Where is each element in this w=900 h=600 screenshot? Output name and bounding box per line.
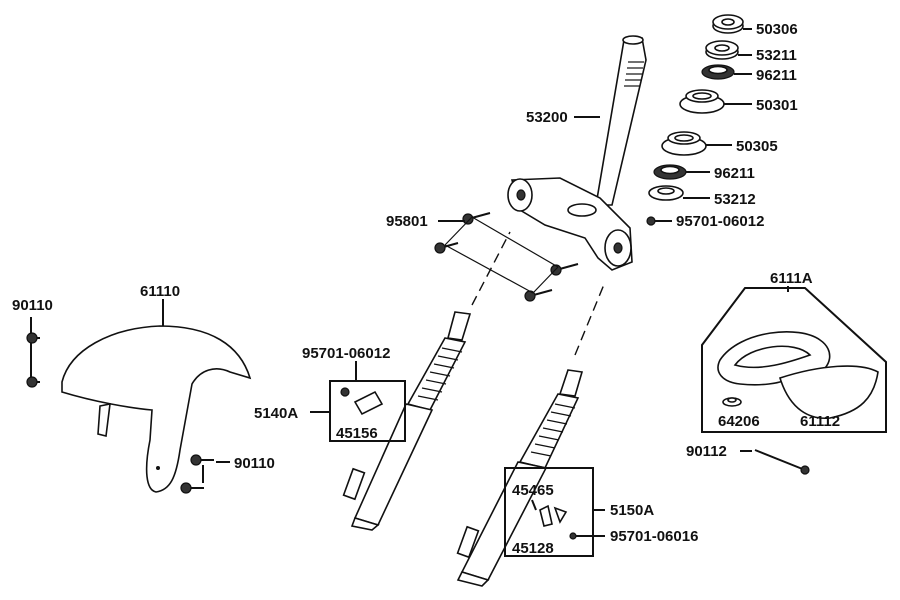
label-45128: 45128 — [512, 540, 554, 557]
label-61112: 61112 — [800, 413, 840, 430]
label-53211: 53211 — [756, 47, 797, 64]
label-95801: 95801 — [386, 213, 428, 230]
bearing-stack — [646, 14, 744, 226]
label-50306: 50306 — [756, 21, 798, 38]
label-50305: 50305 — [736, 138, 778, 155]
label-90112: 90112 — [686, 443, 727, 460]
leader-lines — [30, 28, 789, 537]
inset-frame — [701, 287, 887, 433]
label-53200: 53200 — [526, 109, 568, 126]
box-parts — [340, 387, 577, 540]
label-95701-06012-top: 95701-06012 — [676, 213, 764, 230]
label-95701-06012-left: 95701-06012 — [302, 345, 390, 362]
label-45156: 45156 — [336, 425, 378, 442]
label-96211-bottom: 96211 — [714, 165, 755, 182]
clamp-bolts — [434, 212, 579, 302]
triple-clamp — [507, 177, 633, 271]
label-53212: 53212 — [714, 191, 756, 208]
screw-90112 — [754, 449, 806, 471]
align-line-right — [574, 281, 606, 356]
label-50301: 50301 — [756, 97, 798, 114]
align-line-left — [471, 231, 511, 306]
label-61110: 61110 — [140, 283, 180, 300]
inset-cover-parts — [717, 331, 879, 420]
label-96211-top: 96211 — [756, 67, 797, 84]
front-fender — [61, 325, 252, 493]
label-5140A: 5140A — [254, 405, 298, 422]
steering-stem — [595, 35, 647, 206]
label-45465: 45465 — [512, 482, 554, 499]
label-64206: 64206 — [718, 413, 760, 430]
label-5150A: 5150A — [610, 502, 654, 519]
screw-90112-head — [800, 465, 810, 475]
part-labels: 50306 53211 96211 50301 53200 50305 9621… — [12, 21, 840, 557]
label-95701-06016: 95701-06016 — [610, 528, 698, 545]
label-90110-right: 90110 — [234, 455, 275, 472]
label-90110-left: 90110 — [12, 297, 53, 314]
left-fork-leg — [342, 311, 472, 531]
label-6111A: 6111A — [770, 270, 813, 287]
box-5150A — [504, 467, 594, 557]
